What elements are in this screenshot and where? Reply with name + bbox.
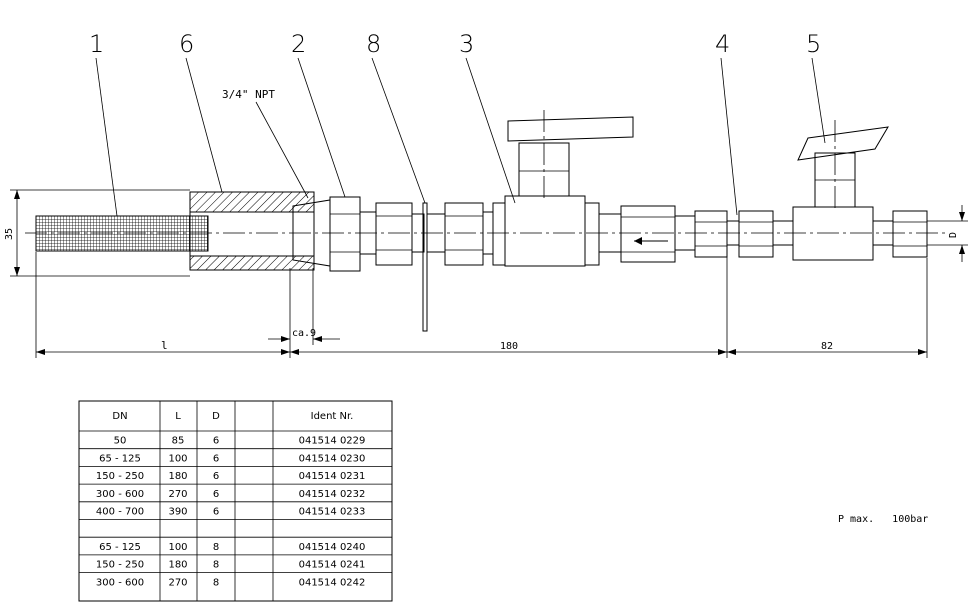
callout-labels: 1 6 2 8 3 4 5: [89, 30, 821, 58]
table-cell: 180: [168, 560, 187, 571]
table-cell: 8: [213, 577, 219, 588]
table-cell: 6: [213, 471, 219, 482]
flow-connector: [598, 205, 696, 263]
table-cell: 180: [168, 471, 187, 482]
ball-valve: [492, 110, 634, 267]
hex-nut-2: [329, 196, 377, 272]
table-cell: 150 - 250: [96, 471, 144, 482]
callout-1: 1: [89, 30, 104, 58]
table-cell: 6: [213, 507, 219, 518]
callout-3: 3: [459, 30, 474, 58]
table-cell: 041514 0241: [299, 560, 366, 571]
table-cell: 390: [168, 507, 187, 518]
table-cell: 65 - 125: [99, 453, 141, 464]
table-cell: 041514 0232: [299, 489, 366, 500]
callout-8: 8: [366, 30, 381, 58]
length-dimension: l 180 82: [36, 339, 927, 355]
pressure-note: P max. 100bar: [838, 514, 928, 525]
length-180: 180: [500, 341, 518, 352]
table-cell: 6: [213, 436, 219, 447]
table-cell: 65 - 125: [99, 542, 141, 553]
table-cell: 400 - 700: [96, 507, 144, 518]
table-cell: 100: [168, 453, 187, 464]
table-header-cell: L: [175, 411, 181, 422]
callout-2: 2: [291, 30, 306, 58]
table-header-cell: Ident Nr.: [311, 411, 354, 422]
table-cell: 041514 0230: [299, 453, 366, 464]
table-header-cell: D: [212, 411, 220, 422]
needle-valve: [738, 120, 928, 261]
approx-dimension: ca.9: [268, 328, 340, 342]
union-fitting-2: [426, 202, 494, 266]
thread-label: 3/4" NPT: [222, 88, 275, 101]
table-header-cell: DN: [112, 411, 127, 422]
callout-5: 5: [806, 30, 821, 58]
table-cell: 8: [213, 542, 219, 553]
callout-6: 6: [179, 30, 194, 58]
table-cell: 50: [114, 436, 127, 447]
small-union: [694, 210, 728, 258]
table-cell: 300 - 600: [96, 577, 144, 588]
approx-value: ca.9: [292, 328, 316, 339]
flow-arrow-icon: [634, 237, 668, 245]
table-cell: 6: [213, 489, 219, 500]
length-82: 82: [821, 341, 833, 352]
diameter-dimension: D: [927, 205, 968, 262]
table-cell: 041514 0229: [299, 436, 366, 447]
callout-4: 4: [715, 30, 730, 58]
table-cell: 150 - 250: [96, 560, 144, 571]
probe-mesh: [35, 215, 209, 252]
union-fitting: [375, 202, 425, 266]
height-dimension: 35: [4, 189, 190, 277]
table-cell: 6: [213, 453, 219, 464]
table-cell: 041514 0242: [299, 577, 366, 588]
table-cell: 041514 0240: [299, 542, 366, 553]
table-cell: 8: [213, 560, 219, 571]
height-value: 35: [4, 228, 15, 240]
diameter-value: D: [948, 232, 959, 238]
table-cell: 041514 0233: [299, 507, 366, 518]
table-cell: 270: [168, 577, 187, 588]
table-cell: 100: [168, 542, 187, 553]
threaded-sleeve: [189, 191, 315, 271]
extension-lines: [35, 248, 928, 358]
length-l: l: [161, 339, 168, 352]
table-cell: 300 - 600: [96, 489, 144, 500]
parts-table: [78, 400, 393, 602]
table-cell: 85: [172, 436, 185, 447]
table-cell: 041514 0231: [299, 471, 366, 482]
table-cell: 270: [168, 489, 187, 500]
leader-lines: [95, 57, 826, 217]
